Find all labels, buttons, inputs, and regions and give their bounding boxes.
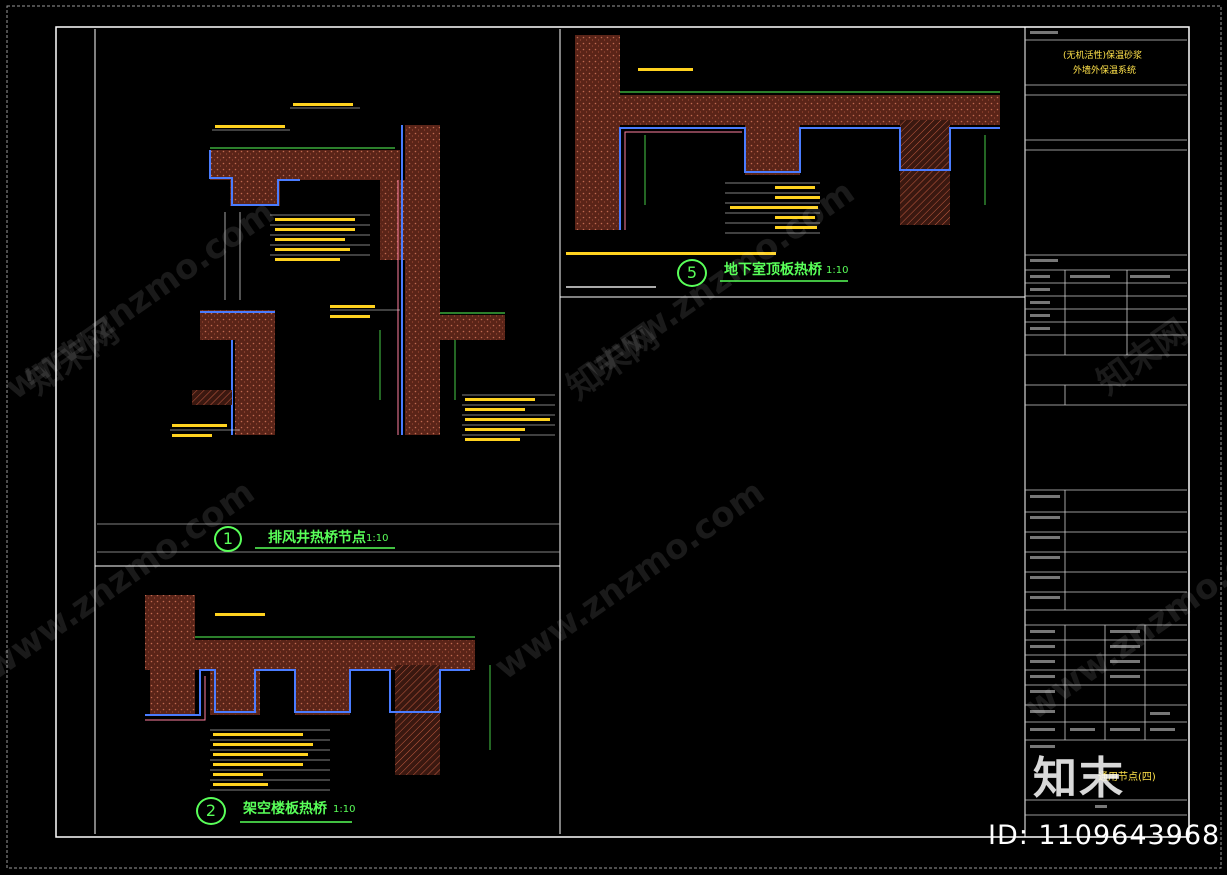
title-block-marks: [1030, 31, 1175, 808]
detail-5-title: 地下室顶板热桥: [724, 262, 822, 278]
project-title-line2: 外墙外保温系统: [1073, 66, 1137, 76]
detail-1-scale: 1:10: [366, 533, 389, 544]
detail-1-number: 1: [214, 526, 242, 552]
detail-2-drawing: [145, 595, 491, 791]
detail-5-number: 5: [677, 259, 707, 287]
outer-frame: [6, 5, 1222, 869]
project-title-line1: (无机活性)保温砂浆: [1063, 51, 1143, 61]
detail-2-scale: 1:10: [333, 804, 356, 815]
detail-5-drawing: [566, 35, 1000, 288]
brand-logo: 知末: [1033, 753, 1125, 804]
inner-frame: [55, 26, 1190, 838]
title-block-lines: [1025, 39, 1187, 816]
sheet-title: 通用节点(四): [1098, 772, 1156, 783]
detail-2-number: 2: [196, 797, 226, 825]
detail-2-title: 架空楼板热桥: [243, 801, 327, 817]
detail-1-title: 排风井热桥节点: [268, 530, 366, 546]
detail-1-drawing: [170, 103, 555, 441]
detail-5-scale: 1:10: [826, 265, 849, 276]
image-id: ID: 1109643968: [988, 820, 1221, 851]
